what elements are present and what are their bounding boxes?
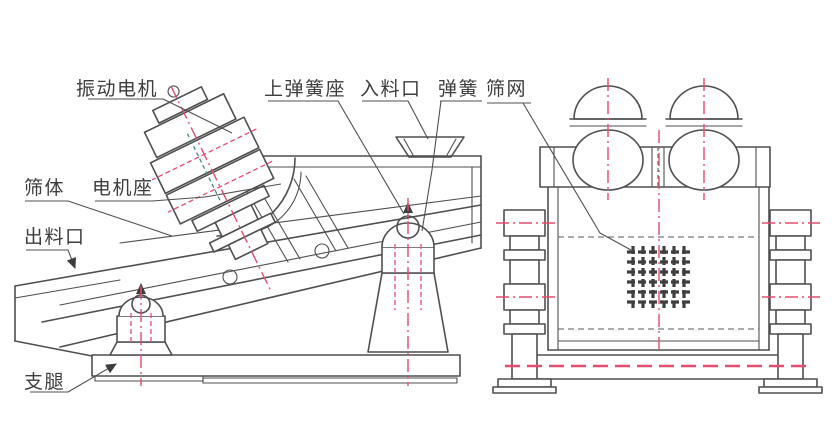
callout-screen-body: 筛体 bbox=[24, 177, 173, 237]
label-screen-mesh: 筛网 bbox=[486, 78, 527, 100]
callout-screen-mesh: 筛网 bbox=[486, 78, 632, 251]
callout-feed-inlet: 入料口 bbox=[360, 78, 429, 140]
screen-box bbox=[547, 186, 770, 351]
spring-pedestal-right bbox=[367, 198, 449, 386]
deck-hole bbox=[222, 269, 238, 285]
screen-mesh-grid bbox=[627, 246, 690, 308]
callout-vibration-motor: 振动电机 bbox=[76, 78, 233, 134]
side-view bbox=[14, 85, 482, 386]
label-upper-spring-seat: 上弹簧座 bbox=[264, 78, 346, 100]
base-plate bbox=[91, 354, 461, 384]
base-beam bbox=[532, 354, 782, 380]
label-screen-body: 筛体 bbox=[24, 177, 65, 199]
label-vibration-motor: 振动电机 bbox=[76, 78, 158, 100]
vibration-motor bbox=[143, 85, 276, 294]
callout-spring: 弹簧 bbox=[421, 78, 482, 232]
callout-support-leg: 支腿 bbox=[24, 363, 117, 393]
label-feed-inlet: 入料口 bbox=[360, 78, 422, 100]
feed-inlet-funnel bbox=[395, 136, 465, 158]
callouts: 振动电机 上弹簧座 入料口 弹簧 筛网 筛体 电机座 bbox=[24, 78, 632, 393]
callout-motor-base: 电机座 bbox=[92, 177, 282, 202]
spring-pedestal-left bbox=[109, 283, 173, 386]
deck-hole bbox=[314, 243, 330, 259]
spring-column-right bbox=[758, 209, 823, 394]
label-support-leg: 支腿 bbox=[24, 371, 65, 393]
callout-upper-spring-seat: 上弹簧座 bbox=[264, 78, 405, 215]
label-spring: 弹簧 bbox=[438, 78, 479, 100]
callout-discharge-outlet: 出料口 bbox=[24, 226, 86, 270]
end-view-centerlines bbox=[496, 78, 820, 368]
label-motor-base: 电机座 bbox=[92, 177, 154, 199]
spring-column-left bbox=[492, 209, 557, 394]
end-view bbox=[492, 78, 823, 394]
motor-axis-centerline bbox=[170, 85, 273, 294]
label-discharge-outlet: 出料口 bbox=[24, 226, 86, 248]
